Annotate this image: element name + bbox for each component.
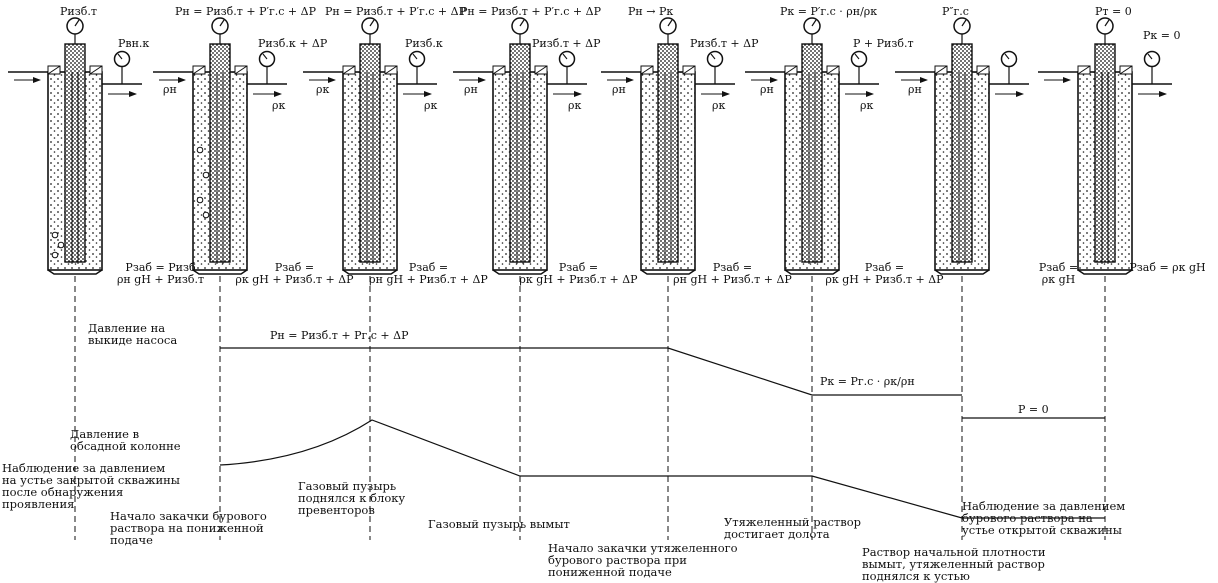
stage-caption: Наблюдение за давлением на устье закрыто… xyxy=(2,461,180,511)
well-schematic xyxy=(453,17,587,540)
stage-caption: Утяжеленный раствор достигает долота xyxy=(724,515,862,541)
pressure-label: Pн = Pизб.т + P′г.с + ΔP xyxy=(325,5,466,18)
pressure-label: Pт = 0 xyxy=(1095,5,1132,18)
stage-caption: Раствор начальной плотности вымыт, утяже… xyxy=(862,545,1046,583)
bottom-hole-pressure-label: Pзаб = ρк gH xyxy=(1129,261,1206,274)
pump-pressure-line xyxy=(220,347,962,396)
bottom-hole-pressure-label: Pзаб = ρк gH xyxy=(1038,261,1079,286)
pressure-label: P + Pизб.т xyxy=(853,37,914,50)
bottom-hole-pressure-label: Pзаб = Pизб ρн gH + Pизб.т xyxy=(116,261,205,286)
stage-caption: Газовый пузырь вымыт xyxy=(428,517,570,531)
stage-caption: Начало закачки утяжеленного бурового рас… xyxy=(548,541,738,579)
bottom-hole-pressure-label: Pзаб = ρн gH + Pизб.т + ΔP xyxy=(673,261,792,286)
flow-density-label: ρн xyxy=(163,83,177,96)
stage-caption: Наблюдение за давлением бурового раствор… xyxy=(962,499,1126,537)
pressure-label: Pизб.т xyxy=(60,5,97,18)
casing-pressure-line xyxy=(219,419,1105,519)
flow-density-label: ρк xyxy=(860,99,874,112)
pressure-label: Pн = Pизб.т + P′г.с + ΔP xyxy=(175,5,316,18)
casing-pressure-label: Давление в обсадной колонне xyxy=(70,427,181,453)
stage-caption: Газовый пузырь поднялся к блоку превенто… xyxy=(298,479,406,517)
pressure-label: Pн → Pк xyxy=(628,5,674,18)
flow-density-label: ρн xyxy=(464,83,478,96)
pressure-label: Pк = P′г.с · ρн/ρк xyxy=(780,5,878,18)
well-schematic xyxy=(153,17,287,540)
flow-density-label: ρк xyxy=(712,99,726,112)
well-schematic xyxy=(1038,17,1172,540)
pressure-label: Pвн.к xyxy=(118,37,150,50)
pump-pressure-label: Давление на выкиде насоса xyxy=(88,321,178,347)
stage-caption: Начало закачки бурового раствора на пони… xyxy=(110,509,267,547)
flow-density-label: ρн xyxy=(908,83,922,96)
well-schematic xyxy=(745,17,879,540)
bottom-hole-pressure-label: Pзаб = ρк gH + Pизб.т + ΔP xyxy=(825,261,944,286)
flow-density-label: ρк xyxy=(316,83,330,96)
kill-pressure-formula: Pк = Pг.с · ρк/ρн xyxy=(820,375,915,388)
pressure-label: Pизб.т + ΔP xyxy=(532,37,601,50)
bottom-hole-pressure-label: Pзаб = ρн gH + Pизб.т + ΔP xyxy=(369,261,488,286)
flow-density-label: ρк xyxy=(272,99,286,112)
well-schematic xyxy=(8,17,142,540)
bottom-hole-pressure-label: Pзаб = ρк gH + Pизб.т + ΔP xyxy=(235,261,354,286)
well-schematic xyxy=(303,17,437,540)
pump-pressure-formula: Pн = Pизб.т + Pг.с + ΔP xyxy=(270,329,409,342)
zero-pressure-label: P = 0 xyxy=(1018,403,1049,416)
pressure-label: Pизб.к + ΔP xyxy=(258,37,328,50)
pressure-label: Pизб.т + ΔP xyxy=(690,37,759,50)
pressure-label: Pизб.к xyxy=(405,37,443,50)
flow-density-label: ρк xyxy=(424,99,438,112)
bottom-hole-pressure-label: Pзаб = ρк gH + Pизб.т + ΔP xyxy=(519,261,638,286)
flow-density-label: ρн xyxy=(612,83,626,96)
flow-density-label: ρк xyxy=(568,99,582,112)
pressure-label: Pк = 0 xyxy=(1143,29,1181,42)
flow-density-label: ρн xyxy=(760,83,774,96)
well-schematic xyxy=(601,17,735,540)
pressure-label: Pн = Pизб.т + P′г.с + ΔP xyxy=(460,5,601,18)
well-schematic xyxy=(895,17,1029,540)
pressure-label: P″г.с xyxy=(942,5,969,18)
